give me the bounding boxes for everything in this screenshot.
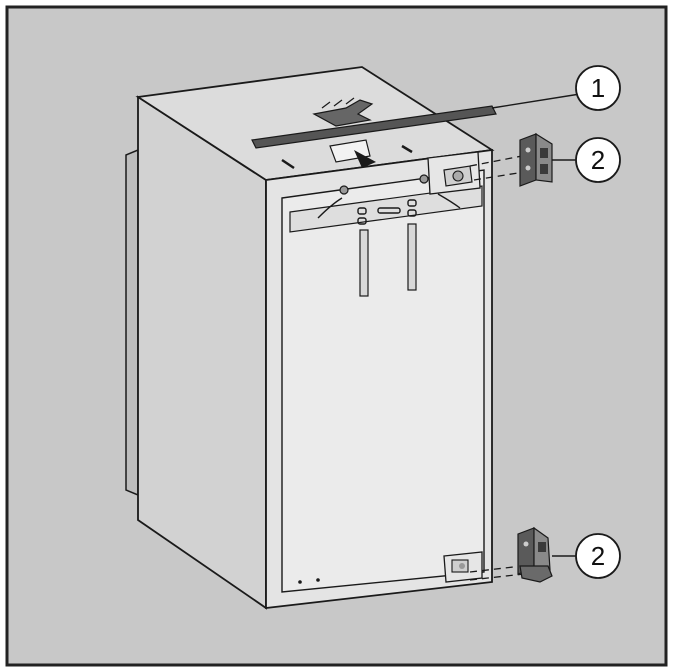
- callout-1: 1: [575, 65, 621, 111]
- cabinet-shadow: [125, 148, 139, 497]
- screw-right: [419, 174, 429, 184]
- callout-2-bottom: 2: [575, 533, 621, 579]
- top-mark: [401, 144, 413, 154]
- guide-lines-bottom: [469, 565, 525, 581]
- rail-slots: [317, 193, 461, 225]
- dot: [298, 580, 302, 584]
- guide-lines-top: [469, 155, 525, 181]
- screw-left: [339, 185, 349, 195]
- top-ventilation-bracket-icon: [251, 97, 497, 149]
- bottom-hinge-housing: [443, 551, 483, 583]
- cabinet-side-panel: [137, 95, 267, 610]
- callout-2-top-label: 2: [591, 145, 605, 175]
- front-top-rail: [289, 185, 483, 233]
- leader-line-1: [491, 93, 581, 109]
- top-hinge-housing: [427, 151, 481, 195]
- hinge-bracket-icon: [519, 132, 553, 187]
- callout-1-label: 1: [591, 73, 605, 103]
- hinge-bracket-icon: [517, 526, 553, 583]
- door-panel: [281, 169, 485, 593]
- top-mark: [281, 158, 295, 170]
- callout-2-top: 2: [575, 137, 621, 183]
- insert-arrow-icon: [329, 139, 376, 168]
- callout-2-bottom-label: 2: [591, 541, 605, 571]
- dot: [316, 578, 320, 582]
- door-strip-left: [359, 229, 369, 297]
- door-strip-right: [407, 223, 417, 291]
